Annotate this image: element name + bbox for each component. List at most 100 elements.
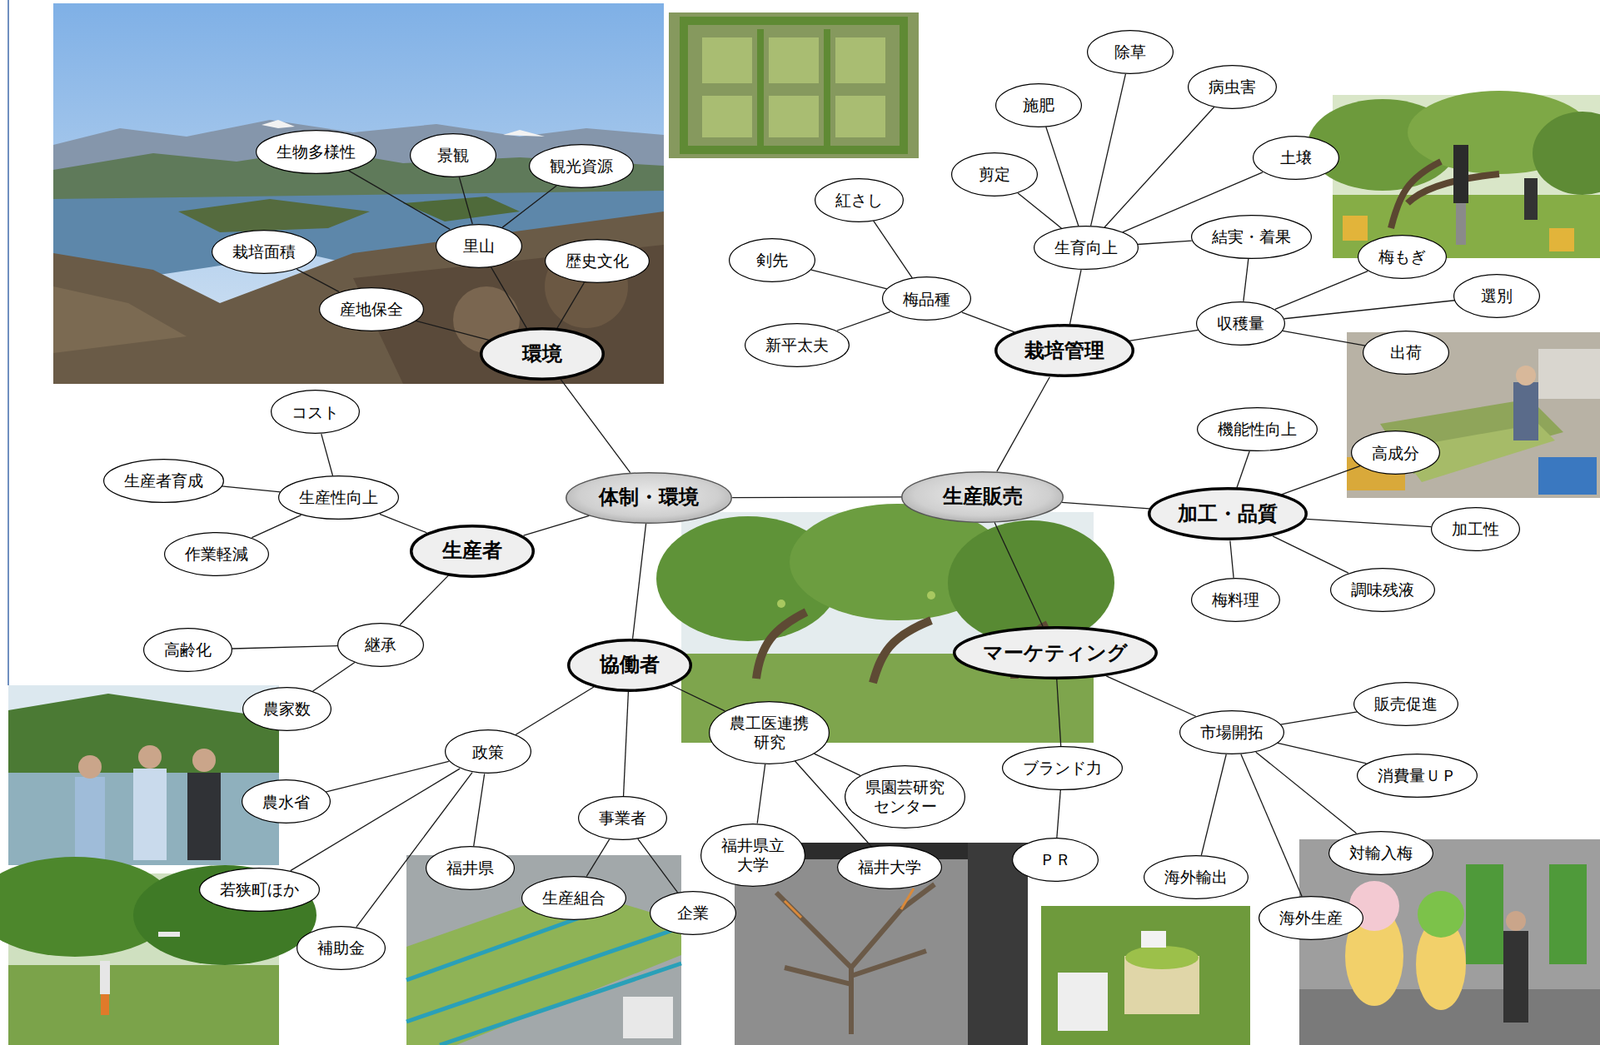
topic-label: 土壌: [1280, 148, 1312, 168]
branch-line: [523, 515, 590, 536]
topic-ellipse: 剪定: [951, 152, 1038, 197]
ellipse-shape: [1351, 431, 1441, 475]
topic-ellipse: 梅品種: [882, 276, 972, 321]
photo-shape: [1057, 972, 1108, 1032]
branch-line: [837, 311, 891, 331]
branch-line: [1230, 540, 1234, 578]
ellipse-shape: [1454, 274, 1541, 318]
topic-ellipse: 体制・環境: [565, 472, 733, 524]
label-stack: 梅料理: [1211, 590, 1260, 610]
label-stack: 福井大学: [857, 857, 922, 878]
photo-shape: [1538, 457, 1597, 495]
branch-line: [1272, 536, 1349, 574]
label-stack: 加工性: [1451, 519, 1500, 539]
ellipse-shape: [815, 178, 904, 222]
photo-shape: [768, 95, 819, 138]
ellipse-shape: [729, 239, 816, 283]
label-stack: 農工医連携 研究: [729, 713, 809, 753]
branch-line: [1091, 74, 1127, 227]
ellipse-shape: [845, 765, 966, 828]
topic-ellipse: 高成分: [1350, 430, 1441, 475]
photo-shape: [503, 129, 545, 137]
ellipse-shape: [529, 144, 634, 189]
topic-ellipse: 海外生産: [1258, 896, 1364, 941]
branch-line: [1056, 679, 1062, 747]
topic-label: 生産販売: [942, 484, 1023, 509]
topic-ellipse: 福井大学: [837, 845, 943, 890]
photo-shape: [1505, 911, 1526, 932]
ellipse-shape: [566, 473, 733, 524]
photo-shape: [1503, 931, 1529, 1023]
branch-line: [379, 513, 427, 533]
label-stack: 海外輸出: [1164, 867, 1228, 888]
topic-label: 歴史文化: [565, 251, 629, 271]
topic-ellipse: 市場開拓: [1179, 710, 1285, 755]
branch-line: [557, 282, 584, 329]
topic-label: 剪定: [978, 164, 1011, 185]
branch-line: [757, 764, 765, 824]
label-stack: 機能性向上: [1217, 419, 1297, 439]
label-stack: 紅さし: [835, 190, 883, 210]
ellipse-shape: [444, 730, 531, 774]
topic-label: 除草: [1114, 42, 1147, 62]
topic-label: 市場開拓: [1200, 722, 1264, 743]
branch-line: [313, 662, 355, 692]
ellipse-shape: [837, 845, 943, 889]
ellipse-shape: [1087, 30, 1174, 75]
ellipse-shape: [256, 130, 377, 175]
topic-ellipse: 農水省: [241, 779, 331, 824]
topic-ellipse: 消費量ＵＰ: [1356, 753, 1478, 798]
label-stack: 農家数: [263, 699, 311, 719]
photo-shape: [777, 599, 786, 609]
label-stack: 販売促進: [1374, 694, 1438, 714]
topic-ellipse: 生産性向上: [278, 475, 399, 520]
topic-label: 病虫害: [1208, 77, 1257, 97]
label-stack: 結実・着果: [1211, 227, 1291, 247]
topic-ellipse: 調味残液: [1330, 568, 1436, 613]
topic-ellipse: 加工・品質: [1147, 487, 1308, 541]
branch-line: [1046, 126, 1079, 226]
topic-label: 生物多様性: [276, 142, 356, 162]
topic-label: 福井県: [446, 858, 494, 878]
topic-label: 農工医連携 研究: [729, 713, 809, 753]
topic-label: 施肥: [1022, 95, 1055, 115]
topic-ellipse: 出荷: [1362, 330, 1450, 375]
photo-shape: [1524, 178, 1538, 220]
topic-label: ブランド力: [1022, 758, 1102, 778]
branch-line: [633, 523, 647, 639]
branch-line: [996, 377, 1050, 472]
label-stack: マーケティング: [982, 641, 1128, 666]
ellipse-shape: [1328, 831, 1433, 875]
label-stack: 歴史文化: [565, 251, 629, 271]
ellipse-shape: [544, 239, 649, 284]
branch-line: [1243, 259, 1249, 302]
topic-ellipse: 新平太夫: [744, 323, 850, 368]
label-stack: 調味残液: [1350, 580, 1415, 600]
photo-shape: [823, 29, 831, 146]
label-stack: 政策: [472, 742, 504, 763]
branch-line: [1282, 330, 1366, 346]
topic-ellipse: ブランド力: [1001, 746, 1123, 791]
ellipse-shape: [296, 926, 385, 970]
event-photo: [1299, 839, 1600, 1045]
topic-ellipse: 若狭町ほか: [199, 867, 320, 913]
ellipse-shape: [1191, 578, 1281, 622]
photo-shape: [757, 29, 764, 146]
topic-label: 販売促進: [1374, 694, 1438, 714]
photo-shape: [734, 859, 968, 1045]
photo-shape: [133, 865, 317, 966]
branch-line: [458, 176, 473, 225]
topic-label: 加工・品質: [1177, 502, 1278, 527]
label-stack: 生産販売: [942, 484, 1023, 509]
label-stack: 除草: [1114, 42, 1147, 62]
topic-ellipse: 農家数: [242, 687, 332, 732]
branch-line: [1236, 451, 1250, 489]
label-stack: 産地保全: [339, 299, 404, 320]
topic-ellipse: 農工医連携 研究: [708, 701, 830, 765]
photo-shape: [835, 95, 886, 138]
label-stack: 高齢化: [164, 640, 212, 660]
ellipse-shape: [882, 277, 972, 321]
topic-label: 継承: [364, 635, 397, 655]
topic-label: 作業軽減: [184, 544, 249, 564]
